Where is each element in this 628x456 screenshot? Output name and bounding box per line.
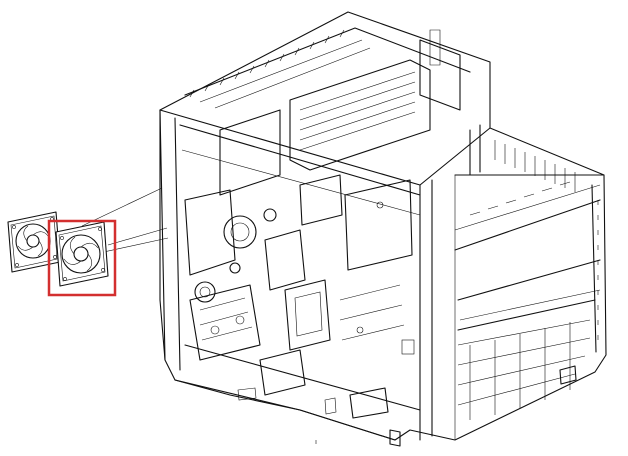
highlight-box xyxy=(47,219,117,297)
cassette-grid xyxy=(457,299,596,420)
cooling-fan-rear xyxy=(7,211,61,273)
upper-mechanism xyxy=(219,29,481,196)
cooling-fan-front[interactable] xyxy=(55,221,109,287)
left-side-features xyxy=(184,174,415,419)
top-rail-ribs xyxy=(189,29,345,98)
machine-frame xyxy=(159,11,607,447)
side-panel-vents xyxy=(469,140,599,340)
base-feet xyxy=(315,365,577,447)
